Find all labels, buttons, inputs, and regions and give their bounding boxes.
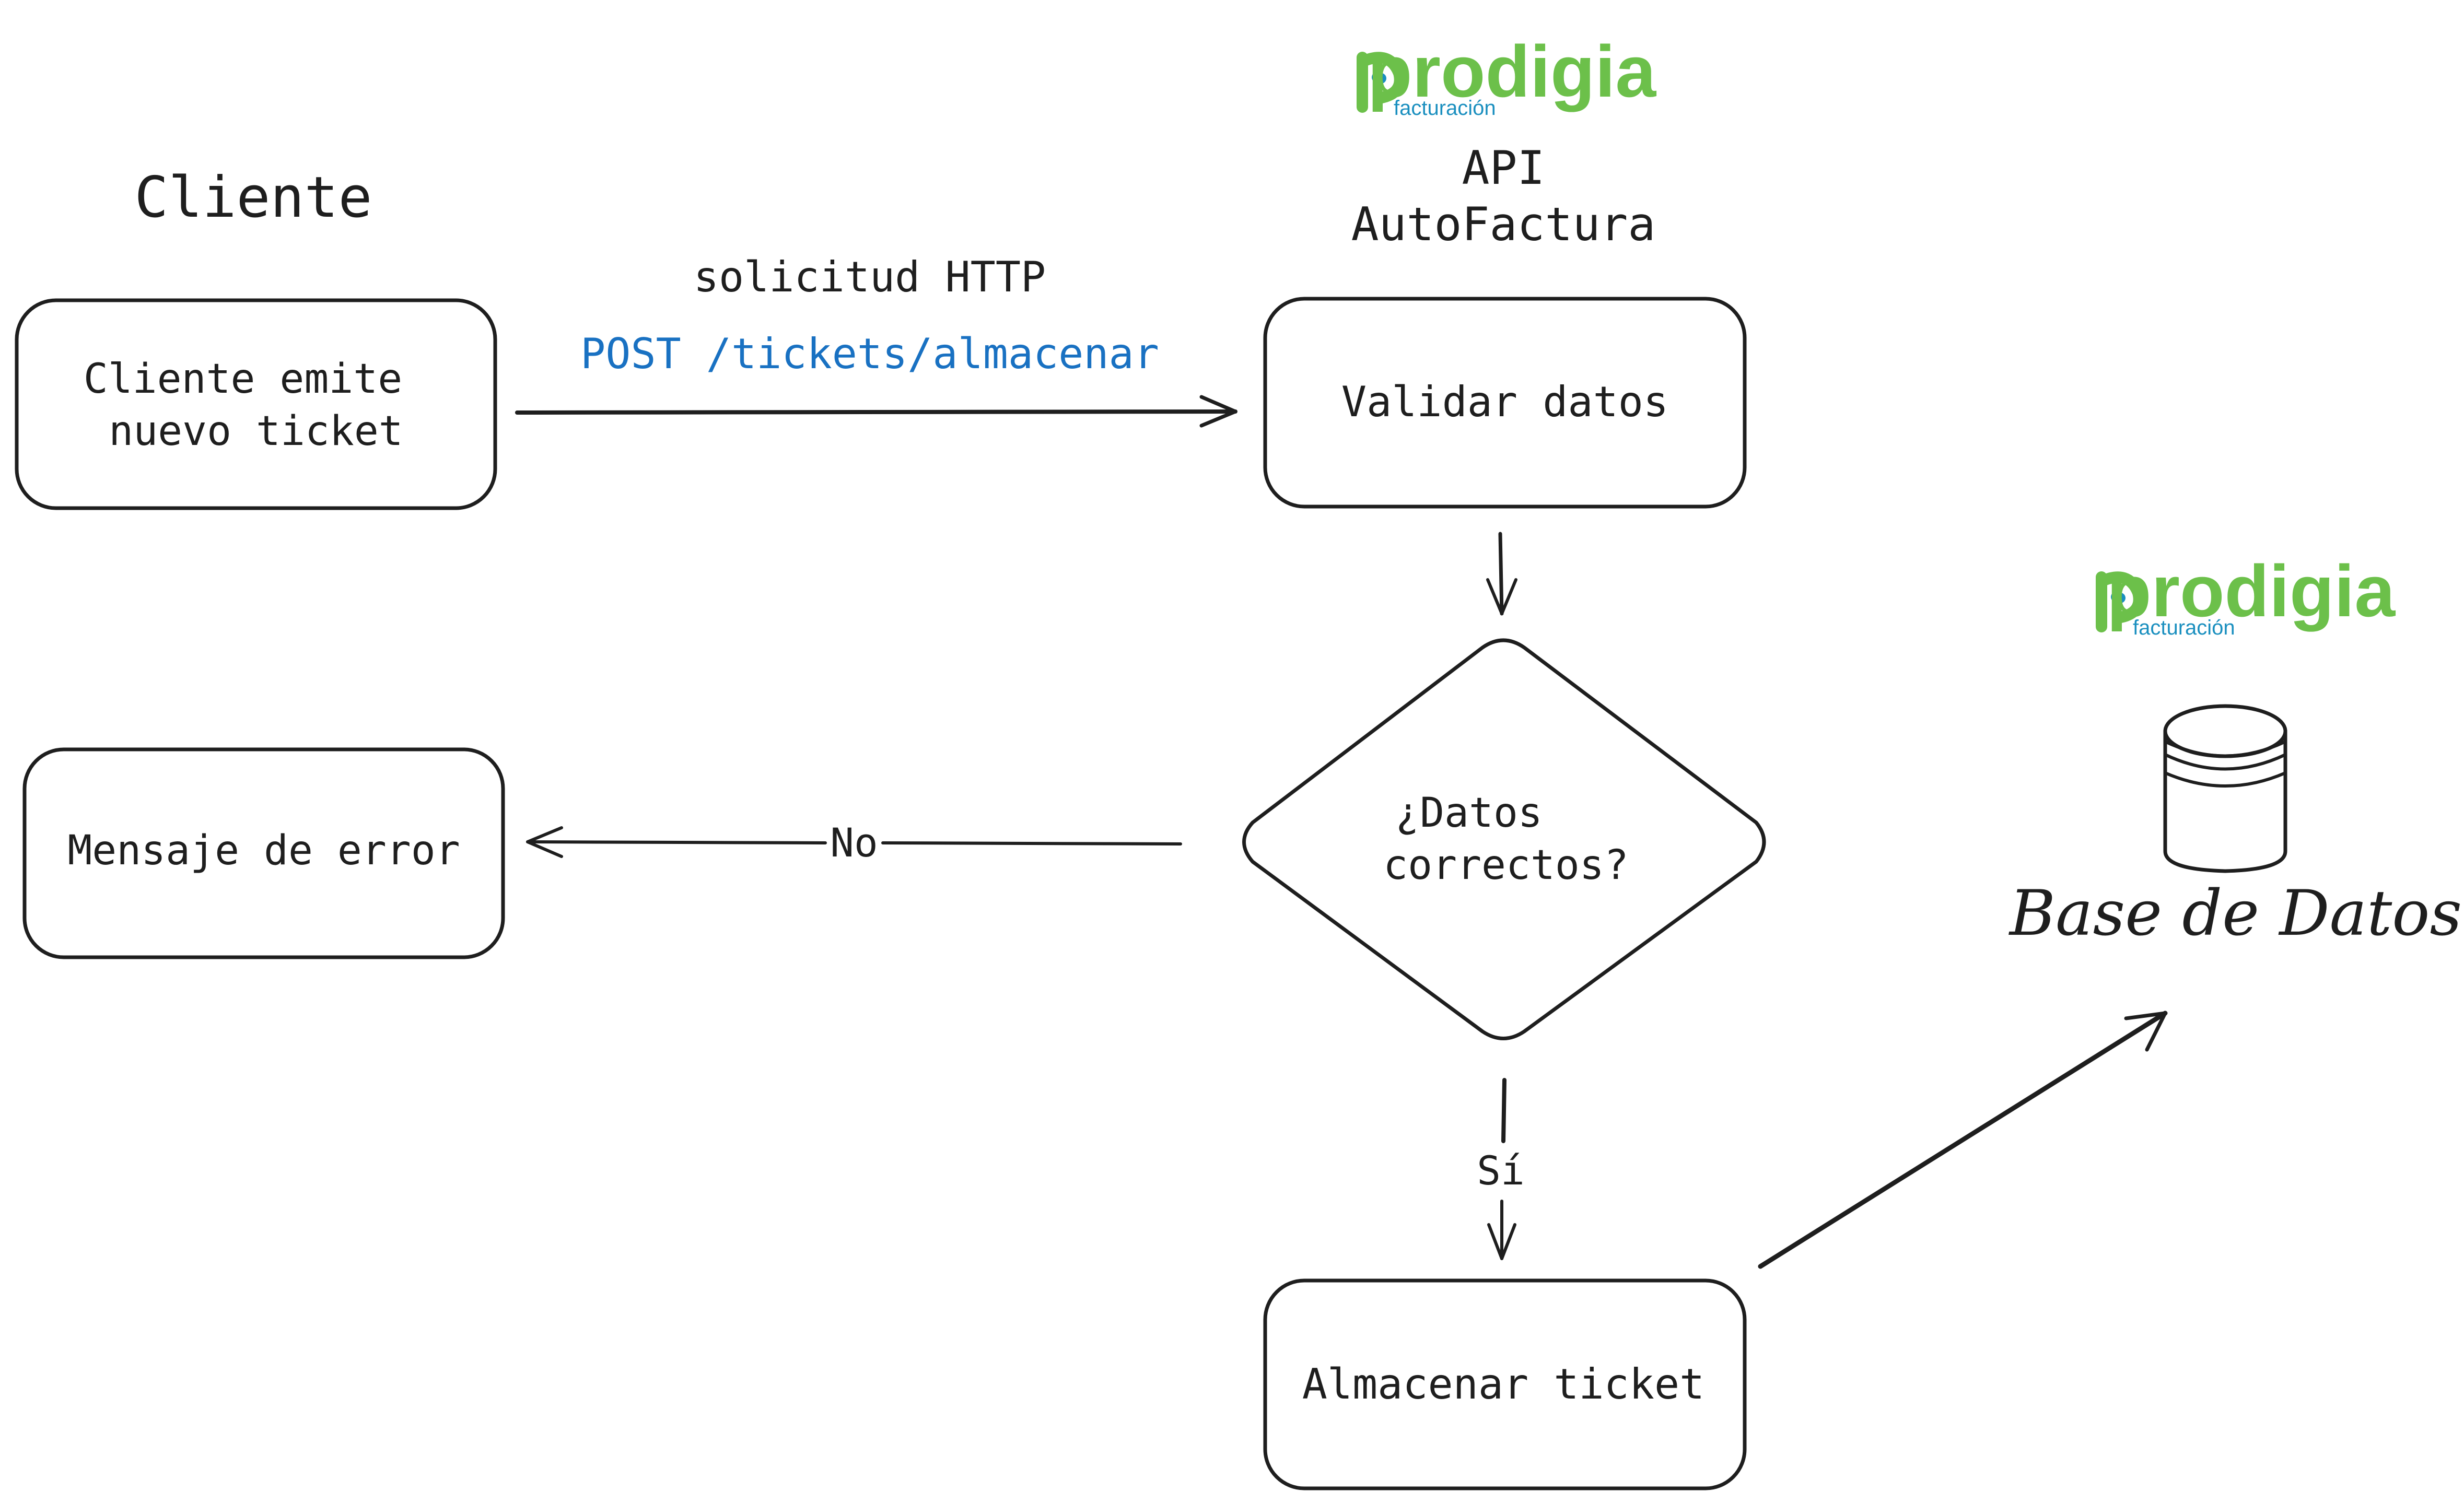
node-store-label: Almacenar ticket [1302,1360,1705,1408]
database-icon [2163,704,2287,873]
node-decision-line1: ¿Datos [1395,790,1543,837]
edge-yes-arrowhead [1487,1223,1516,1260]
edge-store-line [1758,1011,2168,1269]
edge-request: solicitud HTTP POST /tickets/almacenar [515,253,1237,428]
edge-request-line [515,409,1237,415]
node-validate[interactable]: Validar datos [1263,297,1747,509]
node-decision[interactable]: ¿Datos correctos? [1242,638,1766,1040]
prodigia-p-icon-db [2096,571,2145,632]
node-error-box [22,747,505,959]
edge-validate-line [1498,532,1504,616]
edge-store-to-db [1758,1011,2168,1269]
edge-request-endpoint: POST /tickets/almacenar [580,330,1159,378]
prodigia-p-icon [1357,52,1406,113]
node-store-box [1263,1278,1747,1490]
edge-no-line-right [881,841,1182,846]
edge-no-branch: No [526,819,1182,866]
node-database[interactable]: Base de Datos [2008,704,2462,950]
api-lane-title-line1: API [1462,141,1545,195]
edge-yes-line-top [1501,1078,1507,1143]
node-client-emits-line1: Cliente emite [84,356,402,403]
node-error-label: Mensaje de error [67,827,460,874]
api-lane-title-line2: AutoFactura [1351,197,1656,251]
edge-yes-branch: Sí [1477,1078,1525,1260]
edge-store-arrowhead [2124,1011,2167,1052]
edge-no-line-left [526,840,827,844]
api-logo-word: prodigia [1368,30,1656,112]
node-decision-diamond [1242,638,1766,1040]
client-lane-title: Cliente [134,165,372,230]
edge-validate-to-decision [1486,532,1517,616]
node-client-emits-line2: nuevo ticket [109,408,403,455]
edge-request-label: solicitud HTTP [694,253,1046,301]
node-decision-line2: correctos? [1383,842,1629,889]
api-logo: prodigia facturación [1357,30,1656,120]
node-validate-label: Validar datos [1341,378,1668,426]
node-error[interactable]: Mensaje de error [22,747,505,959]
api-logo-subtitle: facturación [1394,97,1496,120]
edge-request-arrowhead [1199,395,1237,428]
edge-yes-label: Sí [1477,1147,1525,1194]
node-validate-box [1263,297,1747,509]
node-client-emits[interactable]: Cliente emite nuevo ticket [15,298,497,510]
node-client-emits-box [15,298,497,510]
node-database-label: Base de Datos [2008,877,2462,950]
db-logo: prodigia facturación [2096,550,2396,639]
edge-no-arrowhead [526,826,563,858]
edge-validate-arrowhead [1486,578,1517,615]
edge-no-label: No [830,819,878,866]
node-store[interactable]: Almacenar ticket [1263,1278,1747,1490]
db-logo-subtitle: facturación [2133,616,2235,639]
db-logo-word: prodigia [2107,550,2396,632]
